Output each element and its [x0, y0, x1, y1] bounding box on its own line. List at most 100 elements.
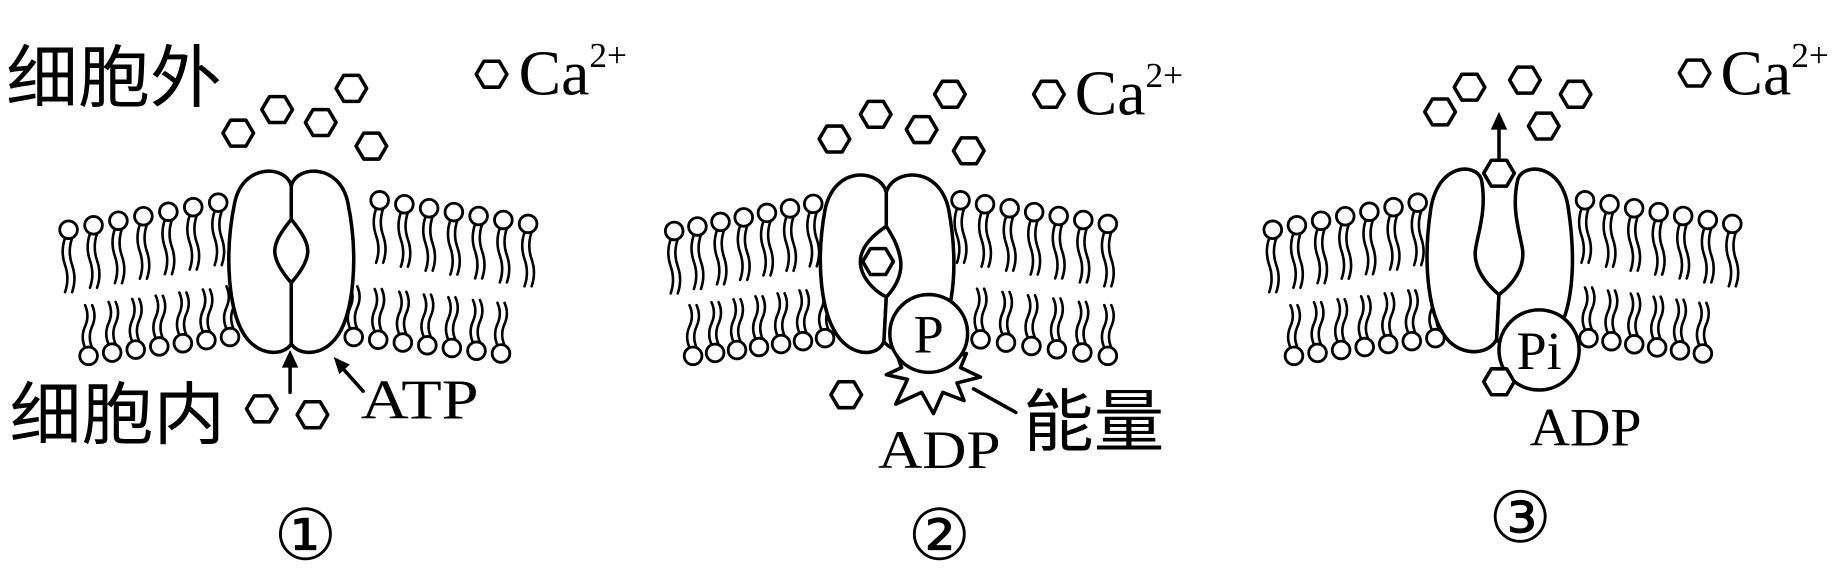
phospholipid [1073, 209, 1094, 284]
phospholipid [1048, 205, 1069, 280]
lipid-head [704, 342, 726, 364]
lipid-head [1021, 335, 1042, 357]
lipid-tail [766, 219, 775, 277]
extracellular-ions [221, 73, 389, 161]
phospholipid [1334, 205, 1356, 280]
lipid-tail [813, 210, 821, 268]
lipid-head [394, 193, 415, 215]
lipid-tail [1265, 236, 1273, 294]
lipid-tail [111, 227, 119, 285]
lipid-head [1599, 193, 1620, 215]
lipid-tail [1626, 215, 1635, 272]
legend-1: Ca 2+ [474, 36, 627, 108]
lipid-tail [1286, 303, 1295, 349]
phospholipid [517, 213, 539, 288]
carrier-protein [227, 169, 356, 355]
phospholipid [493, 209, 514, 284]
lipid-tail [1075, 300, 1083, 346]
lipid-head [490, 343, 512, 364]
ca2-ion [260, 94, 295, 125]
phospholipid [950, 190, 971, 265]
lipid-head [1097, 345, 1119, 367]
phospholipid [418, 197, 440, 272]
lipid-tail [421, 215, 430, 272]
lipid-tail [1056, 297, 1065, 343]
lipid-tail [1604, 289, 1612, 335]
lipid-head [101, 342, 123, 363]
lipid-tail [1386, 214, 1394, 271]
lipid-tail [1317, 300, 1325, 346]
phospholipid [490, 301, 512, 364]
lipid-tail [1362, 218, 1370, 276]
lipid-head [83, 215, 104, 236]
lipid-head [417, 334, 438, 356]
phospholipid [108, 210, 129, 285]
lipid-head [1401, 330, 1423, 352]
carrier-protein-left-subunit [818, 173, 889, 355]
lipid-head [1624, 334, 1645, 355]
lipid-head [1669, 340, 1691, 361]
lipid-tail [1083, 226, 1091, 284]
phospholipid [663, 220, 685, 295]
lipid-tail [93, 232, 101, 290]
phospholipid [756, 202, 778, 277]
phospholipid [1623, 197, 1645, 272]
phospholipid [466, 298, 487, 362]
lipid-tail [1672, 298, 1681, 344]
lipid-head [1377, 333, 1399, 355]
lipid-tail [88, 303, 96, 349]
lipid-head [1383, 196, 1404, 218]
lipid-tail [1584, 207, 1593, 265]
energy-label: 能量 [1023, 383, 1164, 462]
lipid-tail [1058, 222, 1066, 280]
ca2-ion [932, 79, 968, 109]
ca2-ion [354, 131, 389, 161]
lipid-head [1072, 342, 1093, 363]
phospholipid [394, 193, 415, 268]
lipid-tail [86, 232, 94, 290]
lipid-tail [1357, 295, 1365, 341]
lipid-tail [427, 293, 435, 339]
phospholipid [1307, 300, 1328, 364]
phospholipid [1023, 201, 1045, 276]
phospholipid [1097, 213, 1119, 288]
energy-leader-line [971, 387, 1018, 415]
phospholipid [802, 193, 824, 268]
phospholipid [1574, 190, 1596, 265]
lipid-tail [1272, 236, 1280, 294]
lipid-head [770, 333, 792, 355]
lipid-head [756, 202, 778, 224]
lipid-tail [1417, 209, 1425, 267]
lipid-head [1046, 338, 1068, 360]
lipid-tail [1005, 290, 1014, 336]
lipid-head [133, 205, 154, 227]
ca2-ion [1558, 79, 1593, 109]
phospholipid [974, 193, 996, 268]
phospholipid [367, 287, 389, 350]
phospholipid [182, 196, 204, 271]
lipid-tail [1100, 303, 1108, 349]
lipid-tail [520, 230, 529, 288]
lipid-tail [379, 207, 387, 265]
phospholipid [704, 300, 726, 364]
lipid-tail [527, 230, 536, 288]
phosphate-group: Pi [1497, 308, 1581, 392]
phospholipid [133, 205, 154, 280]
lipid-tail [371, 287, 379, 333]
intracellular-ions [244, 394, 330, 430]
ca2-ion [1507, 65, 1543, 95]
phosphate-circle [888, 292, 970, 375]
phospholipid [1262, 219, 1284, 294]
phospholipid [1097, 303, 1119, 367]
phospholipid [1692, 301, 1714, 364]
ca2-ion [1481, 367, 1517, 397]
arrow-up-icon [281, 349, 299, 368]
lipid-tail [471, 222, 479, 280]
lipid-head [779, 198, 801, 219]
lipid-head [792, 330, 814, 352]
lipid-tail [159, 294, 167, 340]
lipid-tail [1651, 219, 1659, 276]
lipid-tail [1345, 223, 1353, 280]
phospholipid [726, 297, 748, 361]
legend-ion-symbol: Ca [1075, 57, 1146, 128]
